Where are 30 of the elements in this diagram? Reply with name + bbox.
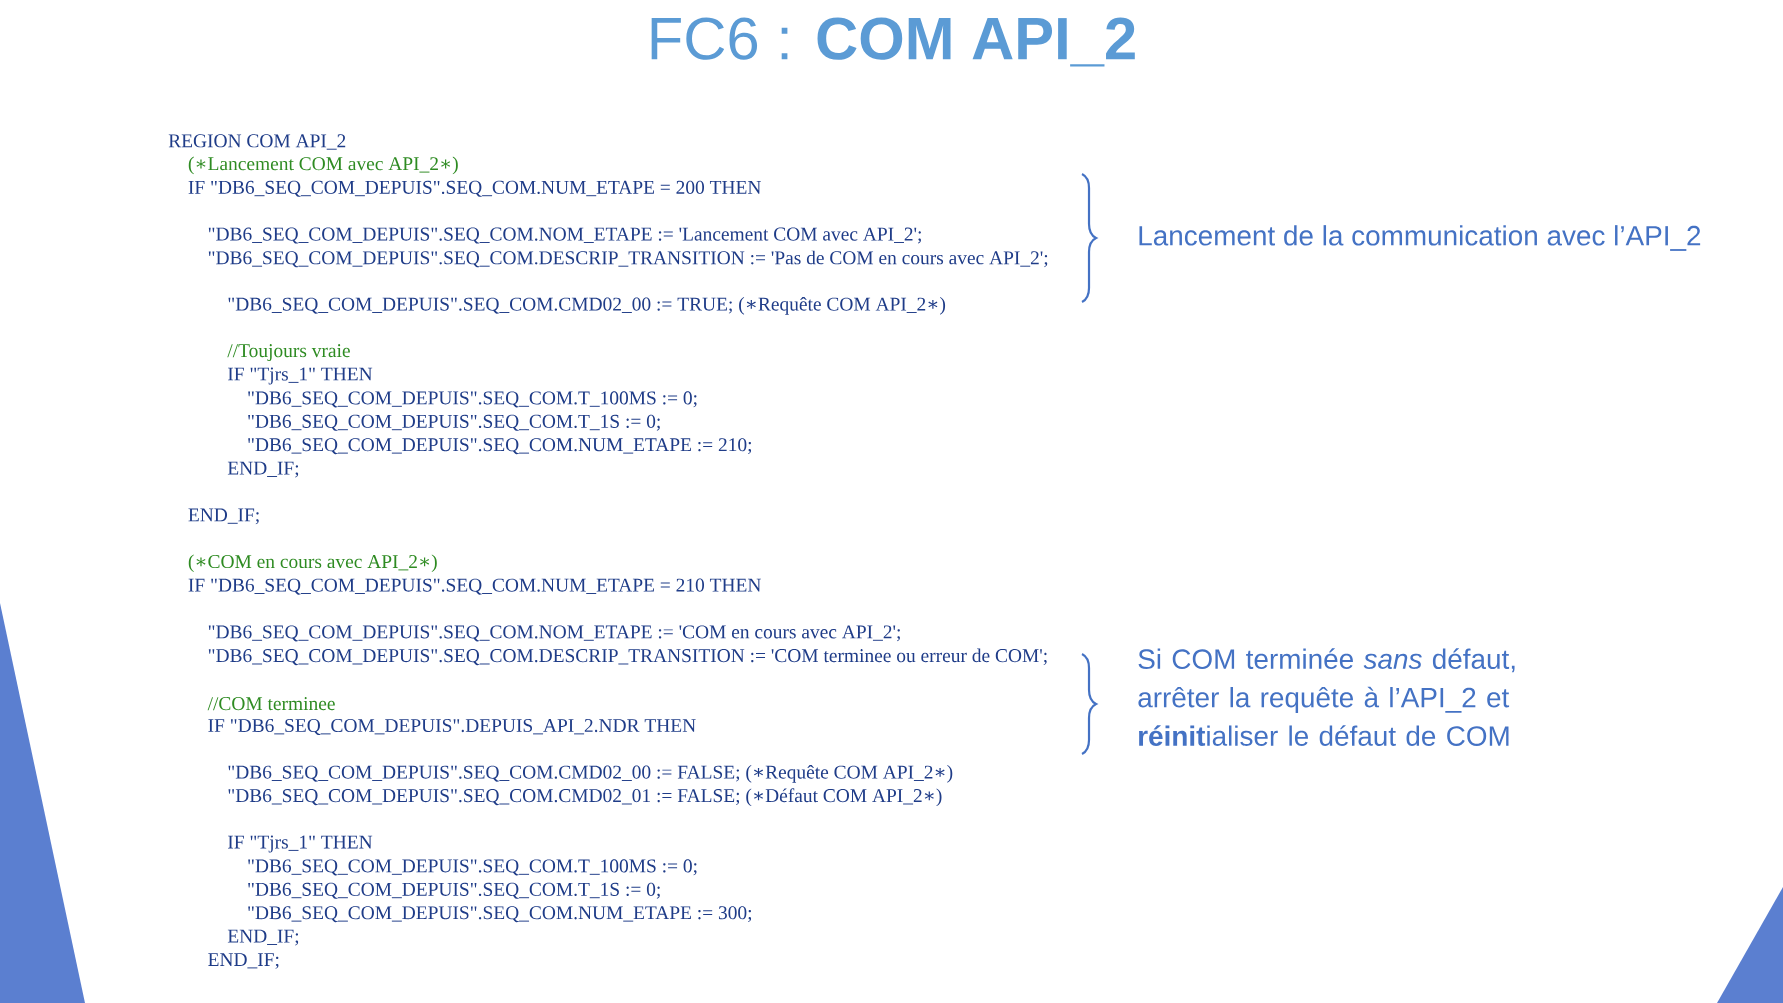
code-line: //COM terminee [207,697,335,711]
code-line: END_IF; [227,461,299,478]
code-line: "DB6_SEQ_COM_DEPUIS".SEQ_COM.T_100MS := 0; [248,859,697,876]
code-line: "DB6_SEQ_COM_DEPUIS".SEQ_COM.DESCRIP_TRANSITION := 'Pas de COM en cours avec API_2'; [208,250,1048,268]
code-line: (∗Lancement COM avec API_2∗) [188,156,458,175]
code-line: IF "DB6_SEQ_COM_DEPUIS".SEQ_COM.NUM_ETAPE = 200 THEN [188,180,761,197]
code-line: IF "Tjrs_1" THEN [228,367,373,385]
code-line: "DB6_SEQ_COM_DEPUIS".SEQ_COM.CMD02_01 := FALSE; (∗Défaut COM API_2∗) [228,788,942,807]
code-line: END_IF; [208,953,279,969]
code-line: (∗COM en cours avec API_2∗) [188,554,437,572]
code-line: "DB6_SEQ_COM_DEPUIS".SEQ_COM.CMD02_00 := TRUE; (∗Requête COM API_2∗) [228,297,946,315]
annotation-text: Si COM terminée sans défaut, arrêter la requête à l’API_2 et réinitialiser le défaut de COM [1138,648,1515,746]
code-line: "DB6_SEQ_COM_DEPUIS".SEQ_COM.NUM_ETAPE := 300; [248,906,752,923]
code-line: "DB6_SEQ_COM_DEPUIS".SEQ_COM.DESCRIP_TRANSITION := 'COM terminee ou erreur de COM'; [208,648,1047,666]
code-line: REGION COM API_2 [168,134,346,150]
code-line: END_IF; [227,929,299,946]
code-line: "DB6_SEQ_COM_DEPUIS".SEQ_COM.T_100MS := 0; [248,391,697,408]
code-line: IF "DB6_SEQ_COM_DEPUIS".DEPUIS_API_2.NDR THEN [208,719,696,735]
annotation-text: Lancement de la communication avec l’API_2 [1139,225,1701,251]
code-line: IF "DB6_SEQ_COM_DEPUIS".SEQ_COM.NUM_ETAPE = 210 THEN [188,578,761,595]
code-line: "DB6_SEQ_COM_DEPUIS".SEQ_COM.CMD02_00 := FALSE; (∗Requête COM API_2∗) [228,765,953,783]
slide-title: FC6 : COM API_2 [651,17,1135,67]
code-line: //Toujours vraie [227,344,350,362]
code-line: END_IF; [188,508,259,525]
code-line: "DB6_SEQ_COM_DEPUIS".SEQ_COM.NOM_ETAPE := 'COM en cours avec API_2'; [208,625,900,642]
code-line: IF "Tjrs_1" THEN [228,835,373,853]
code-line: "DB6_SEQ_COM_DEPUIS".SEQ_COM.T_1S := 0; [248,414,660,431]
code-line: "DB6_SEQ_COM_DEPUIS".SEQ_COM.NOM_ETAPE := 'Lancement COM avec API_2'; [208,227,921,244]
code-line: "DB6_SEQ_COM_DEPUIS".SEQ_COM.T_1S := 0; [248,882,660,899]
code-line: "DB6_SEQ_COM_DEPUIS".SEQ_COM.NUM_ETAPE := 210; [248,438,752,455]
